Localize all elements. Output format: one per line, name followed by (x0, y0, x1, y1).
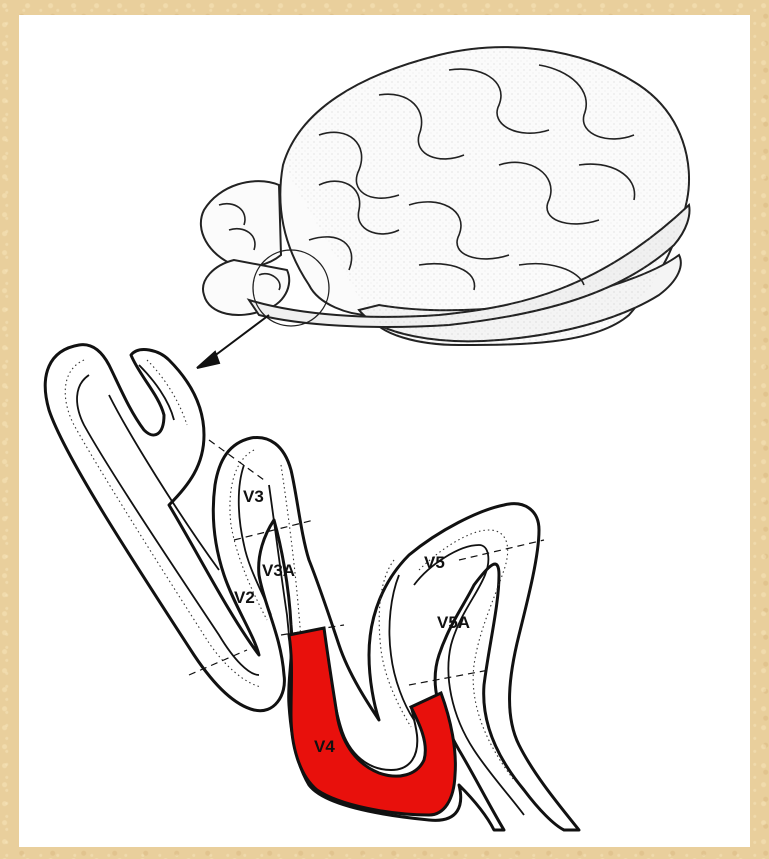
label-v4: V4 (314, 737, 335, 756)
label-v3: V3 (243, 487, 264, 506)
brain-illustration (201, 47, 690, 345)
label-v5: V5 (424, 553, 445, 572)
zoom-arrow (197, 315, 269, 368)
illustration-panel: V3 V3A V2 V5 V5A V4 (19, 15, 750, 847)
label-v3a: V3A (262, 561, 295, 580)
label-v2: V2 (234, 588, 255, 607)
label-v5a: V5A (437, 613, 470, 632)
frontal-lobe-outline (201, 181, 281, 267)
brain-visual-areas-diagram: V3 V3A V2 V5 V5A V4 (19, 15, 750, 847)
